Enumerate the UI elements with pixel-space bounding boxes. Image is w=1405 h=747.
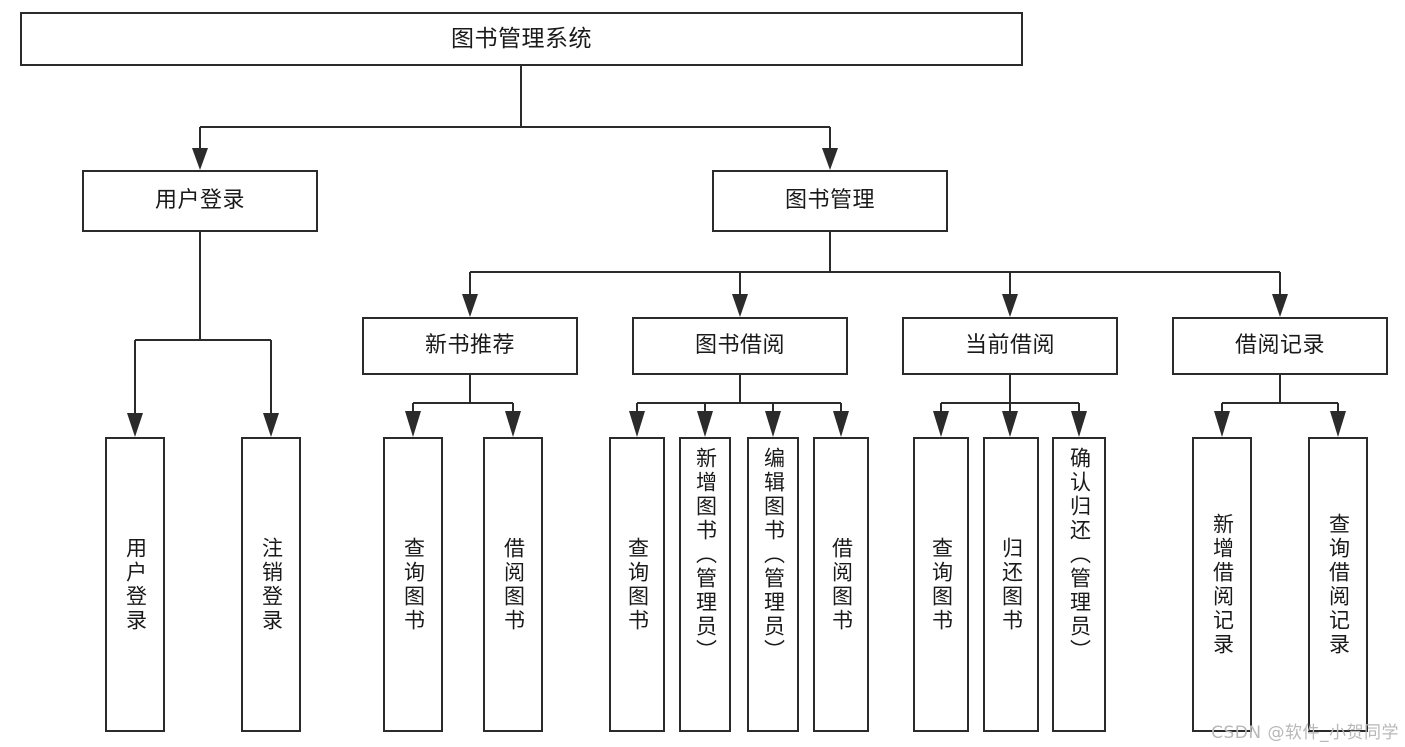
leaf-book-borrow-borrow-label: 借阅图书	[829, 536, 854, 633]
arrowhead-leaf-cb-1	[933, 411, 949, 437]
arrowhead-leaf-bb-3	[765, 411, 781, 437]
leaf-current-borrow-return-label: 归还图书	[999, 536, 1024, 633]
arrowhead-leaf-user-1	[127, 413, 143, 437]
arrowhead-leaf-new-1	[405, 411, 421, 437]
arrowhead-leaf-bb-4	[833, 411, 849, 437]
node-book-management[interactable]: 图书管理	[712, 170, 948, 232]
leaf-current-borrow-confirm-label: 确认归还（管理员）	[1067, 447, 1092, 663]
arrowhead-bookborrow	[732, 294, 748, 317]
leaf-book-borrow-edit-label: 编辑图书（管理员）	[761, 447, 786, 663]
arrowhead-userlogin	[192, 148, 208, 170]
arrowhead-borrowrecord	[1272, 294, 1288, 317]
leaf-user-login-logout-label: 注销登录	[259, 536, 284, 633]
leaf-current-borrow-query[interactable]: 查询图书	[913, 437, 969, 732]
leaf-user-login-logout[interactable]: 注销登录	[241, 437, 301, 732]
leaf-new-book-borrow[interactable]: 借阅图书	[483, 437, 543, 732]
node-current-borrow[interactable]: 当前借阅	[902, 317, 1118, 375]
node-root[interactable]: 图书管理系统	[20, 12, 1023, 66]
node-current-borrow-label: 当前借阅	[964, 333, 1055, 359]
arrowhead-bookmgmt	[822, 148, 838, 170]
arrowhead-newbook	[462, 294, 478, 317]
arrowhead-leaf-new-2	[505, 411, 521, 437]
leaf-user-login-login[interactable]: 用户登录	[105, 437, 165, 732]
arrowhead-currentborrow	[1002, 294, 1018, 317]
node-borrow-record-label: 借阅记录	[1234, 333, 1325, 359]
leaf-current-borrow-return[interactable]: 归还图书	[983, 437, 1039, 732]
node-book-management-label: 图书管理	[784, 188, 875, 214]
leaf-book-borrow-query-label: 查询图书	[625, 536, 650, 633]
leaf-borrow-record-add-label: 新增借阅记录	[1210, 512, 1235, 657]
leaf-current-borrow-confirm[interactable]: 确认归还（管理员）	[1052, 437, 1106, 732]
node-book-borrow-label: 图书借阅	[694, 333, 785, 359]
leaf-current-borrow-query-label: 查询图书	[929, 536, 954, 633]
arrowhead-leaf-cb-2	[1002, 411, 1018, 437]
leaf-user-login-login-label: 用户登录	[123, 536, 148, 633]
arrowhead-leaf-user-2	[263, 413, 279, 437]
leaf-book-borrow-edit[interactable]: 编辑图书（管理员）	[747, 437, 799, 732]
arrowhead-leaf-bb-1	[629, 411, 645, 437]
node-new-book-recommend[interactable]: 新书推荐	[362, 317, 578, 375]
node-new-book-recommend-label: 新书推荐	[424, 333, 515, 359]
leaf-borrow-record-query-label: 查询借阅记录	[1326, 512, 1351, 657]
leaf-new-book-query[interactable]: 查询图书	[383, 437, 443, 732]
leaf-borrow-record-add[interactable]: 新增借阅记录	[1192, 437, 1252, 732]
leaf-book-borrow-add-label: 新增图书（管理员）	[693, 447, 718, 663]
leaf-new-book-query-label: 查询图书	[401, 536, 426, 633]
arrowhead-leaf-br-2	[1330, 411, 1346, 437]
leaf-book-borrow-query[interactable]: 查询图书	[609, 437, 665, 732]
leaf-new-book-borrow-label: 借阅图书	[501, 536, 526, 633]
leaf-book-borrow-borrow[interactable]: 借阅图书	[813, 437, 869, 732]
node-book-borrow[interactable]: 图书借阅	[632, 317, 848, 375]
arrowhead-leaf-cb-3	[1071, 411, 1087, 437]
node-borrow-record[interactable]: 借阅记录	[1172, 317, 1388, 375]
node-user-login-label: 用户登录	[154, 188, 245, 214]
node-root-label: 图书管理系统	[451, 25, 592, 52]
arrowhead-leaf-br-1	[1214, 411, 1230, 437]
arrowhead-leaf-bb-2	[697, 411, 713, 437]
node-user-login[interactable]: 用户登录	[82, 170, 318, 232]
leaf-borrow-record-query[interactable]: 查询借阅记录	[1308, 437, 1368, 732]
leaf-book-borrow-add[interactable]: 新增图书（管理员）	[679, 437, 731, 732]
